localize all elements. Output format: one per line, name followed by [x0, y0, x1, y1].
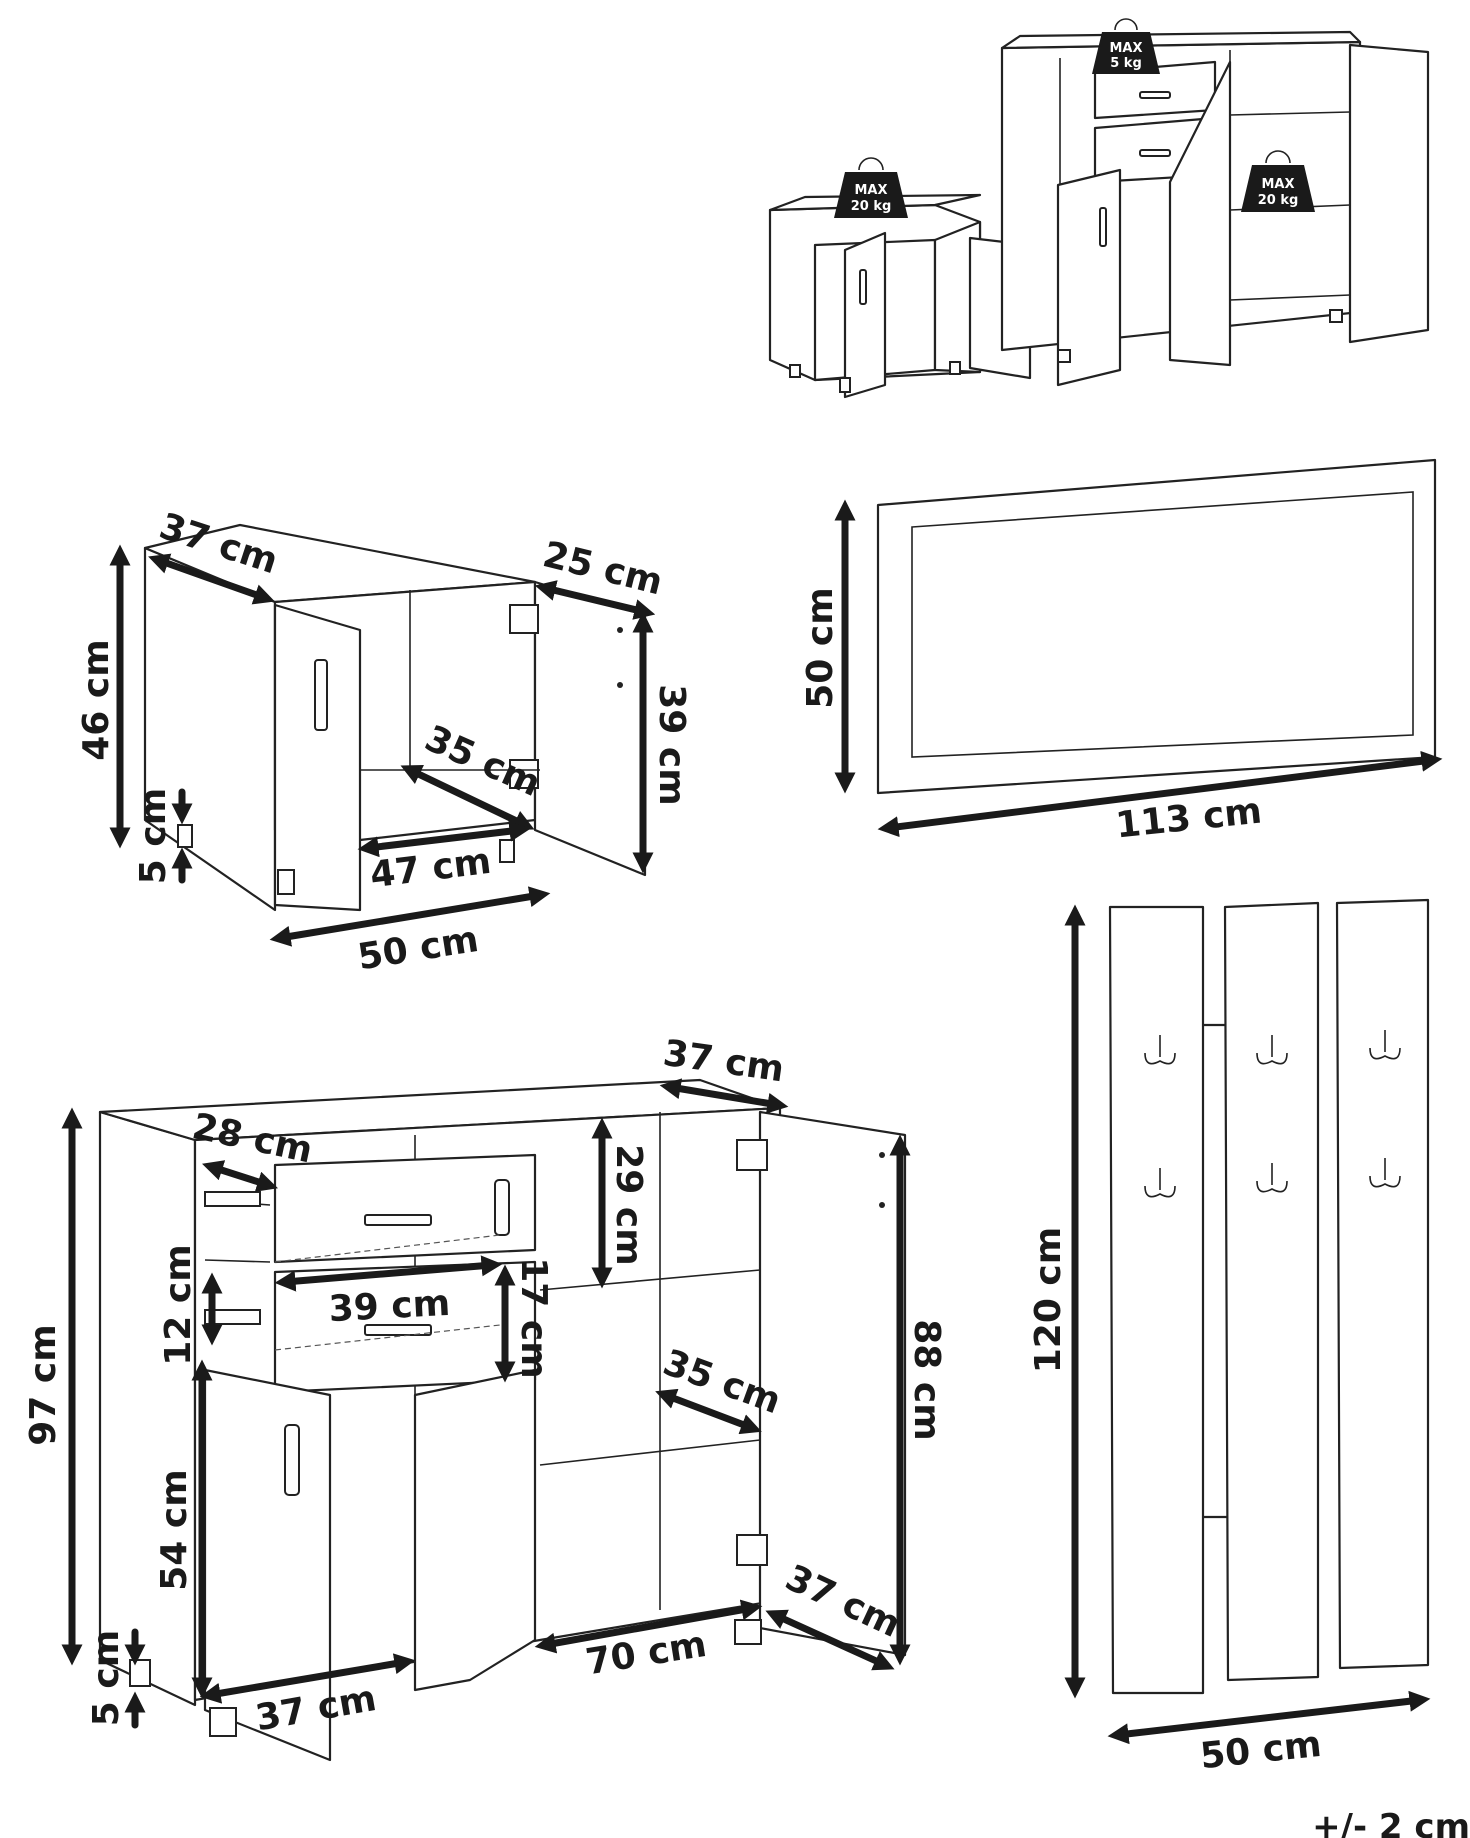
dim-small-door-width [534, 580, 656, 620]
dim-coat-rack-width [1107, 1690, 1431, 1745]
overview-illustration: MAX 5 kg MAX 20 kg MAX 20 kg [768, 18, 1430, 399]
weight-small-line2: 20 kg [851, 199, 892, 214]
weight-small-line1: MAX [854, 183, 887, 198]
tolerance-note: +/- 2 cm [1312, 1807, 1470, 1838]
dim-sideboard-inner-width [534, 1599, 763, 1654]
dim-sideboard-drawer-depth [202, 1160, 278, 1192]
label-sideboard-drawer-inner-height: 17 cm [513, 1257, 554, 1378]
coat-rack-diagram: 120 cm 50 cm [1028, 898, 1431, 1777]
weight-large-line1: MAX [1261, 177, 1294, 192]
dim-sideboard-depth [659, 1078, 789, 1114]
weight-icon-sideboard: MAX 20 kg [1241, 150, 1315, 212]
dim-small-width [269, 886, 551, 947]
weight-drawer-line2: 5 kg [1110, 56, 1142, 71]
sideboard-diagram: 37 cm 28 cm 29 cm 12 cm 39 cm 17 cm 97 c… [23, 1033, 947, 1762]
dim-mirror-width [877, 750, 1443, 838]
weight-drawer-line1: MAX [1109, 41, 1142, 56]
dim-sideboard-shelf-depth [655, 1388, 762, 1435]
weight-icon-small-cabinet: MAX 20 kg [834, 157, 908, 218]
label-sideboard-door-height: 88 cm [906, 1319, 947, 1440]
label-mirror-height: 50 cm [800, 587, 841, 708]
overview-small-cabinet [768, 193, 1032, 399]
weight-large-line2: 20 kg [1258, 193, 1299, 208]
label-coat-rack-width: 50 cm [1198, 1724, 1323, 1777]
mirror-diagram: 50 cm 113 cm [800, 458, 1443, 847]
dim-sideboard-door-width [199, 1653, 416, 1704]
label-small-height: 46 cm [76, 639, 117, 760]
dim-small-depth [148, 553, 275, 605]
label-sideboard-lower-height: 54 cm [154, 1469, 195, 1590]
label-coat-rack-height: 120 cm [1028, 1227, 1069, 1374]
label-sideboard-drawer-width: 39 cm [328, 1283, 451, 1330]
dim-sideboard-drawer-width [274, 1255, 503, 1292]
small-cabinet-diagram: 37 cm 25 cm 46 cm 39 cm 35 cm 47 cm 50 c… [76, 506, 692, 979]
label-sideboard-shelf-height: 29 cm [608, 1144, 649, 1265]
dim-sideboard-right-door-width [765, 1609, 895, 1671]
dim-small-inner-width [357, 820, 531, 858]
label-small-legs: 5 cm [133, 788, 174, 884]
label-sideboard-height: 97 cm [23, 1324, 64, 1445]
coat-hooks [1144, 1030, 1401, 1198]
dim-small-inner-depth [400, 765, 535, 830]
weight-icon-drawer: MAX 5 kg [1092, 18, 1160, 74]
label-sideboard-legs: 5 cm [86, 1630, 127, 1726]
overview-sideboard [1000, 30, 1430, 387]
label-sideboard-drawer-height: 12 cm [158, 1244, 199, 1365]
label-small-width: 50 cm [355, 919, 481, 978]
label-small-door-height: 39 cm [651, 684, 692, 805]
